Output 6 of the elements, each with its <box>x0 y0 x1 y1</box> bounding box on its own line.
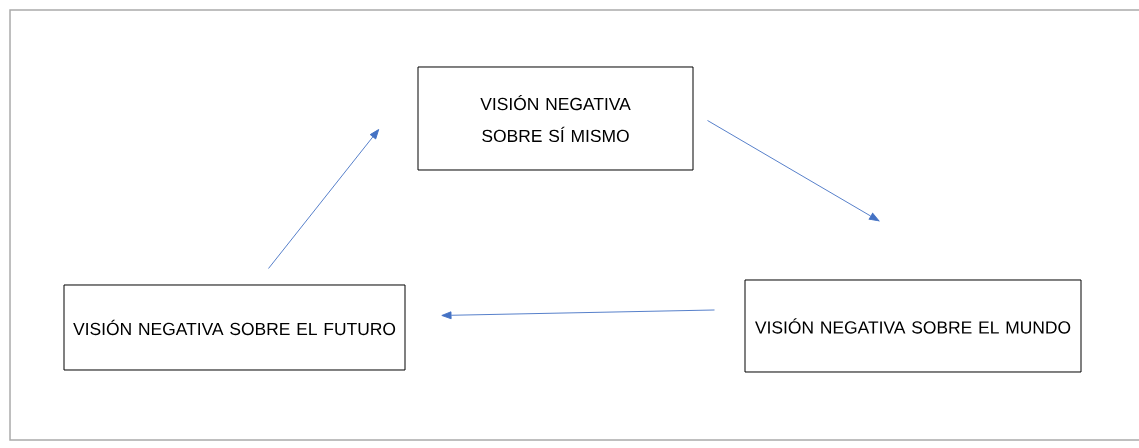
text-box: VISIÓN NEGATIVA SOBRE SÍ MISMO <box>417 66 694 171</box>
text-box: VISIÓN NEGATIVA SOBRE EL MUNDO <box>744 279 1082 373</box>
arrow <box>441 309 715 320</box>
arrow <box>707 120 880 222</box>
text-box: VISIÓN NEGATIVA SOBRE EL FUTURO <box>63 284 406 371</box>
arrow <box>268 129 380 269</box>
